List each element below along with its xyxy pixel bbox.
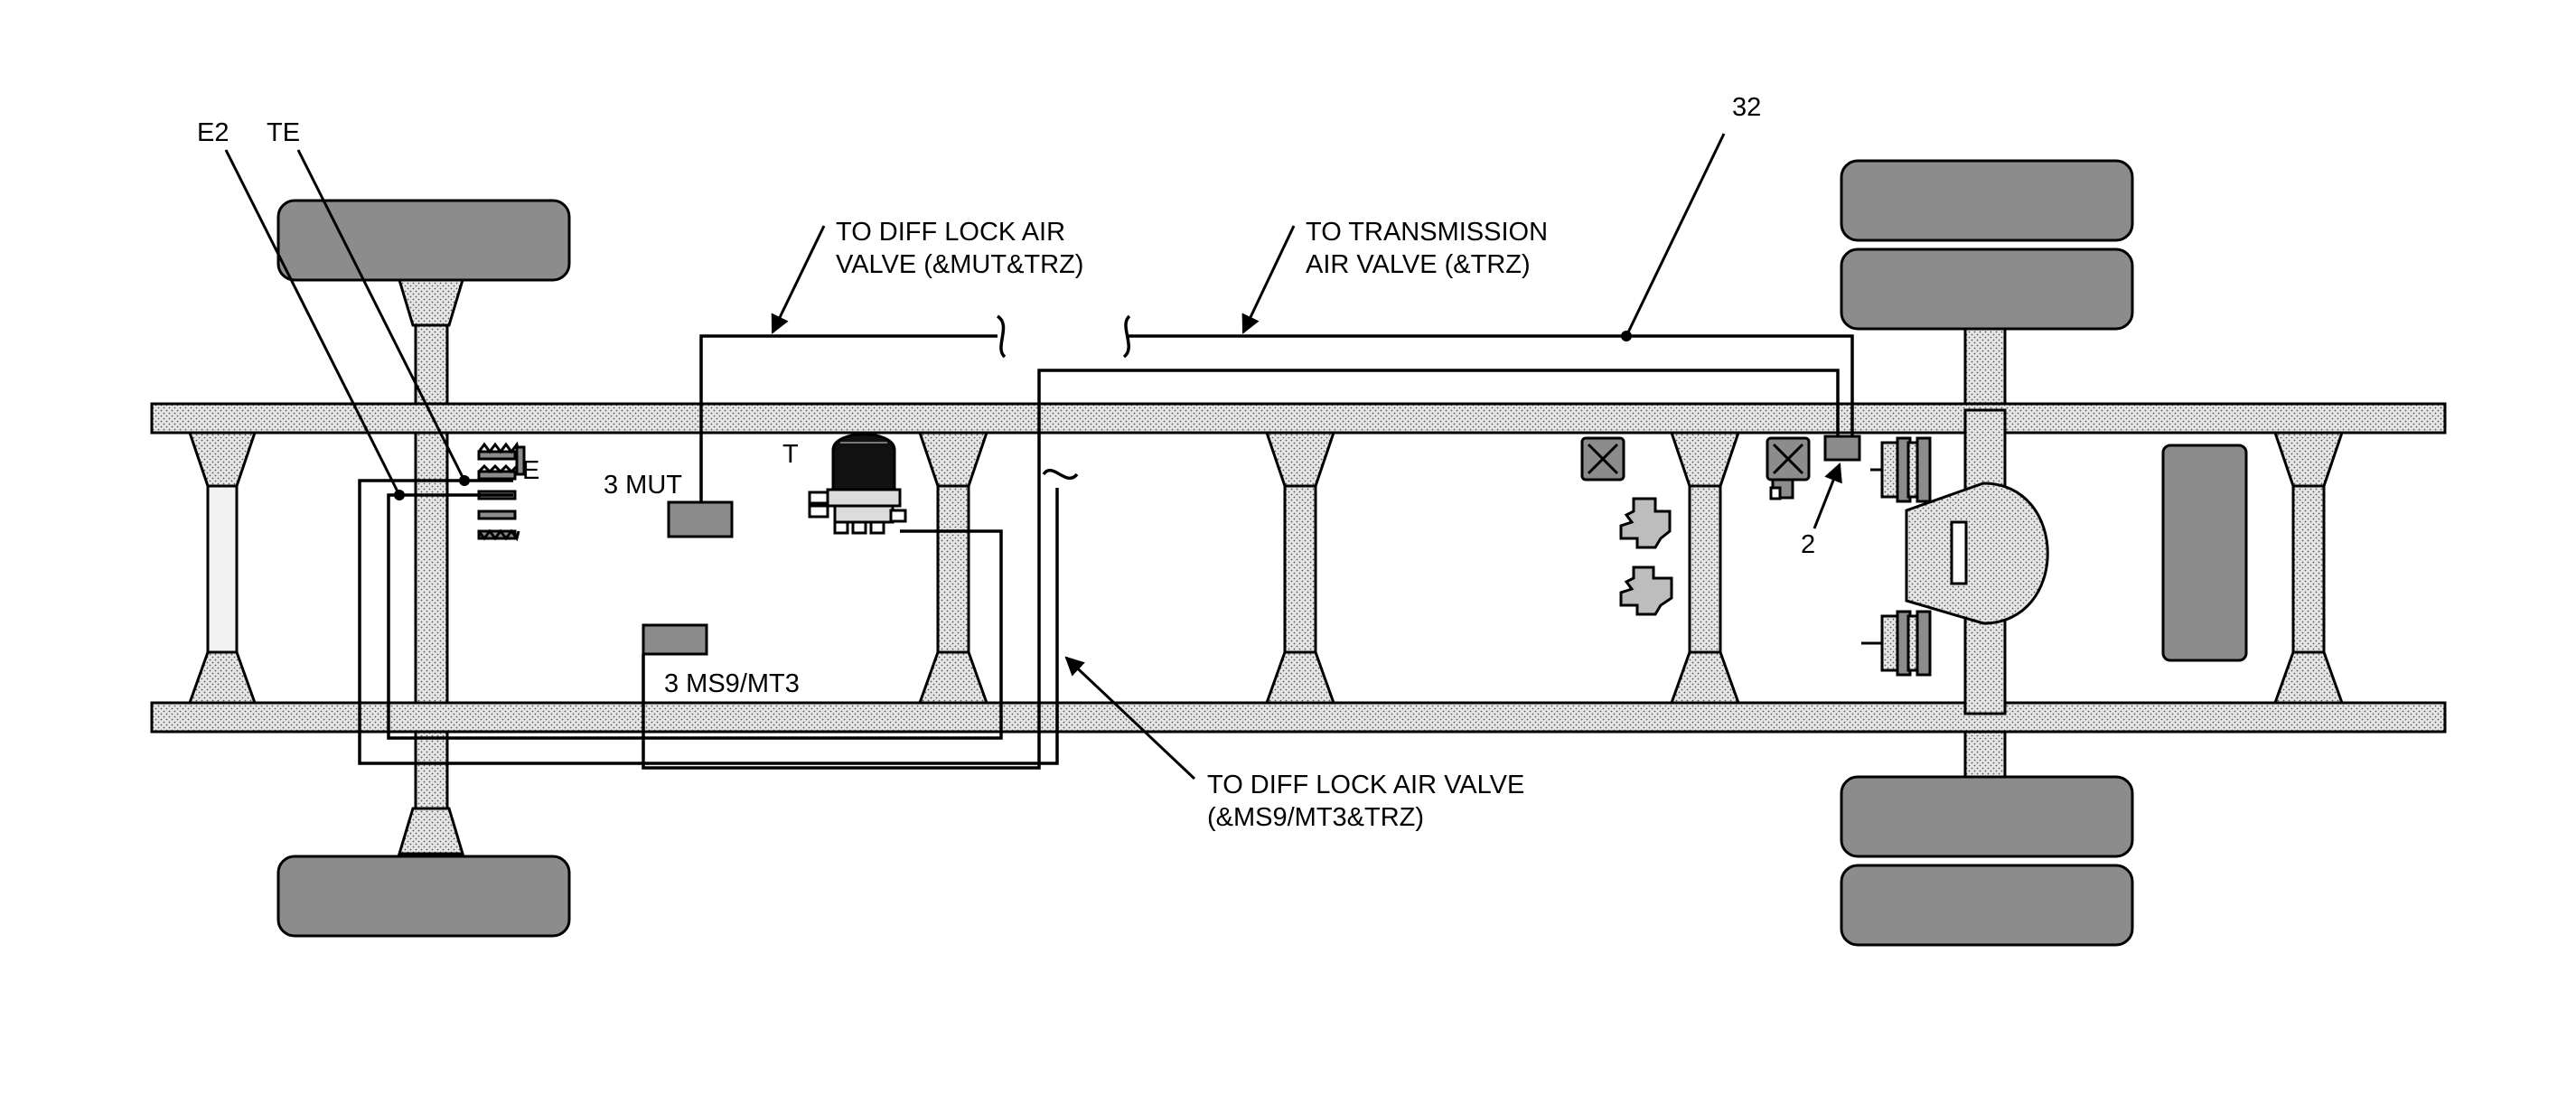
label-3-mut: 3 MUT [604, 471, 682, 500]
text-labels: E2 TE E 3 MUT T 3 MS9/MT3 TO DIFF LOCK A… [197, 93, 1815, 832]
front-left-tire [276, 199, 571, 282]
connector-2-box [1823, 435, 1861, 462]
cross-members [187, 431, 2345, 705]
fuel-tank [2161, 444, 2248, 662]
wire-transmission [1126, 334, 1854, 436]
label-transmission-1: TO TRANSMISSION [1306, 218, 1548, 247]
arrow-connector-2 [1813, 463, 1842, 529]
rear-left-inner-tire [1840, 248, 2134, 331]
cross-member-1 [187, 431, 258, 705]
rear-axle-assembly [1840, 159, 2134, 947]
wiring-harness [358, 314, 1854, 770]
rear-axle-upper-shaft [1963, 327, 2007, 412]
rear-differential-housing [1905, 481, 2049, 625]
frame-rail-top [150, 402, 2447, 435]
label-diff-lock-bottom-1: TO DIFF LOCK AIR VALVE [1207, 771, 1524, 799]
front-axle-assembly [276, 199, 571, 938]
component-3-mut [667, 500, 734, 538]
frame-rail-bottom [150, 701, 2447, 734]
wire-front-loop-outer [358, 479, 1059, 765]
wire-front-loop-inner [387, 493, 1003, 740]
front-axle-top-mount [397, 278, 465, 327]
label-32: 32 [1732, 93, 1761, 122]
label-diff-lock-bottom-2: (&MS9/MT3&TRZ) [1207, 803, 1424, 832]
component-3-ms9-mt3 [642, 623, 708, 656]
relay-valve-left [1580, 436, 1625, 481]
rear-left-outer-tire [1840, 159, 2134, 242]
label-t: T [782, 440, 799, 469]
leader-e2 [224, 149, 401, 496]
label-transmission-2: AIR VALVE (&TRZ) [1306, 250, 1531, 279]
arrow-diff-lock-bottom [1064, 656, 1196, 781]
cross-member-3 [1264, 431, 1336, 705]
front-axle-bottom-mount [397, 807, 465, 855]
front-right-tire [276, 855, 571, 938]
label-te: TE [267, 118, 300, 147]
relay-valve-right [1766, 436, 1811, 500]
cross-member-4 [1669, 431, 1741, 705]
leader-te [296, 149, 466, 481]
wire-3-mut-to-diff-lock [699, 334, 998, 502]
wire-break-mark-3 [1042, 468, 1079, 481]
label-3-ms9-mt3: 3 MS9/MT3 [664, 669, 800, 698]
rear-right-outer-tire [1840, 864, 2134, 947]
arrow-diff-lock-top [771, 225, 826, 334]
cross-member-2 [917, 431, 989, 705]
label-diff-lock-top-2: VALVE (&MUT&TRZ) [836, 250, 1083, 279]
rear-brake-chamber-upper [1870, 436, 1932, 503]
wire-connector-2-left [642, 369, 1840, 770]
differential-bracket [1950, 520, 1968, 585]
rear-right-inner-tire [1840, 775, 2134, 858]
label-e2: E2 [197, 118, 229, 147]
cross-member-5 [2272, 431, 2345, 705]
valve-block-lower [1619, 566, 1673, 616]
leader-32 [1625, 133, 1726, 337]
junction-block-e [477, 441, 526, 542]
arrow-transmission [1241, 225, 1296, 334]
valve-block-upper [1619, 497, 1672, 549]
label-diff-lock-top-1: TO DIFF LOCK AIR [836, 218, 1065, 247]
wire-break-mark-1 [996, 314, 1007, 359]
leader-lines [224, 133, 1842, 781]
label-e: E [522, 456, 539, 485]
air-dryer-t [808, 433, 907, 535]
front-axle-beam [414, 323, 449, 810]
rear-brake-chamber-lower [1861, 610, 1932, 677]
label-2: 2 [1801, 530, 1815, 559]
